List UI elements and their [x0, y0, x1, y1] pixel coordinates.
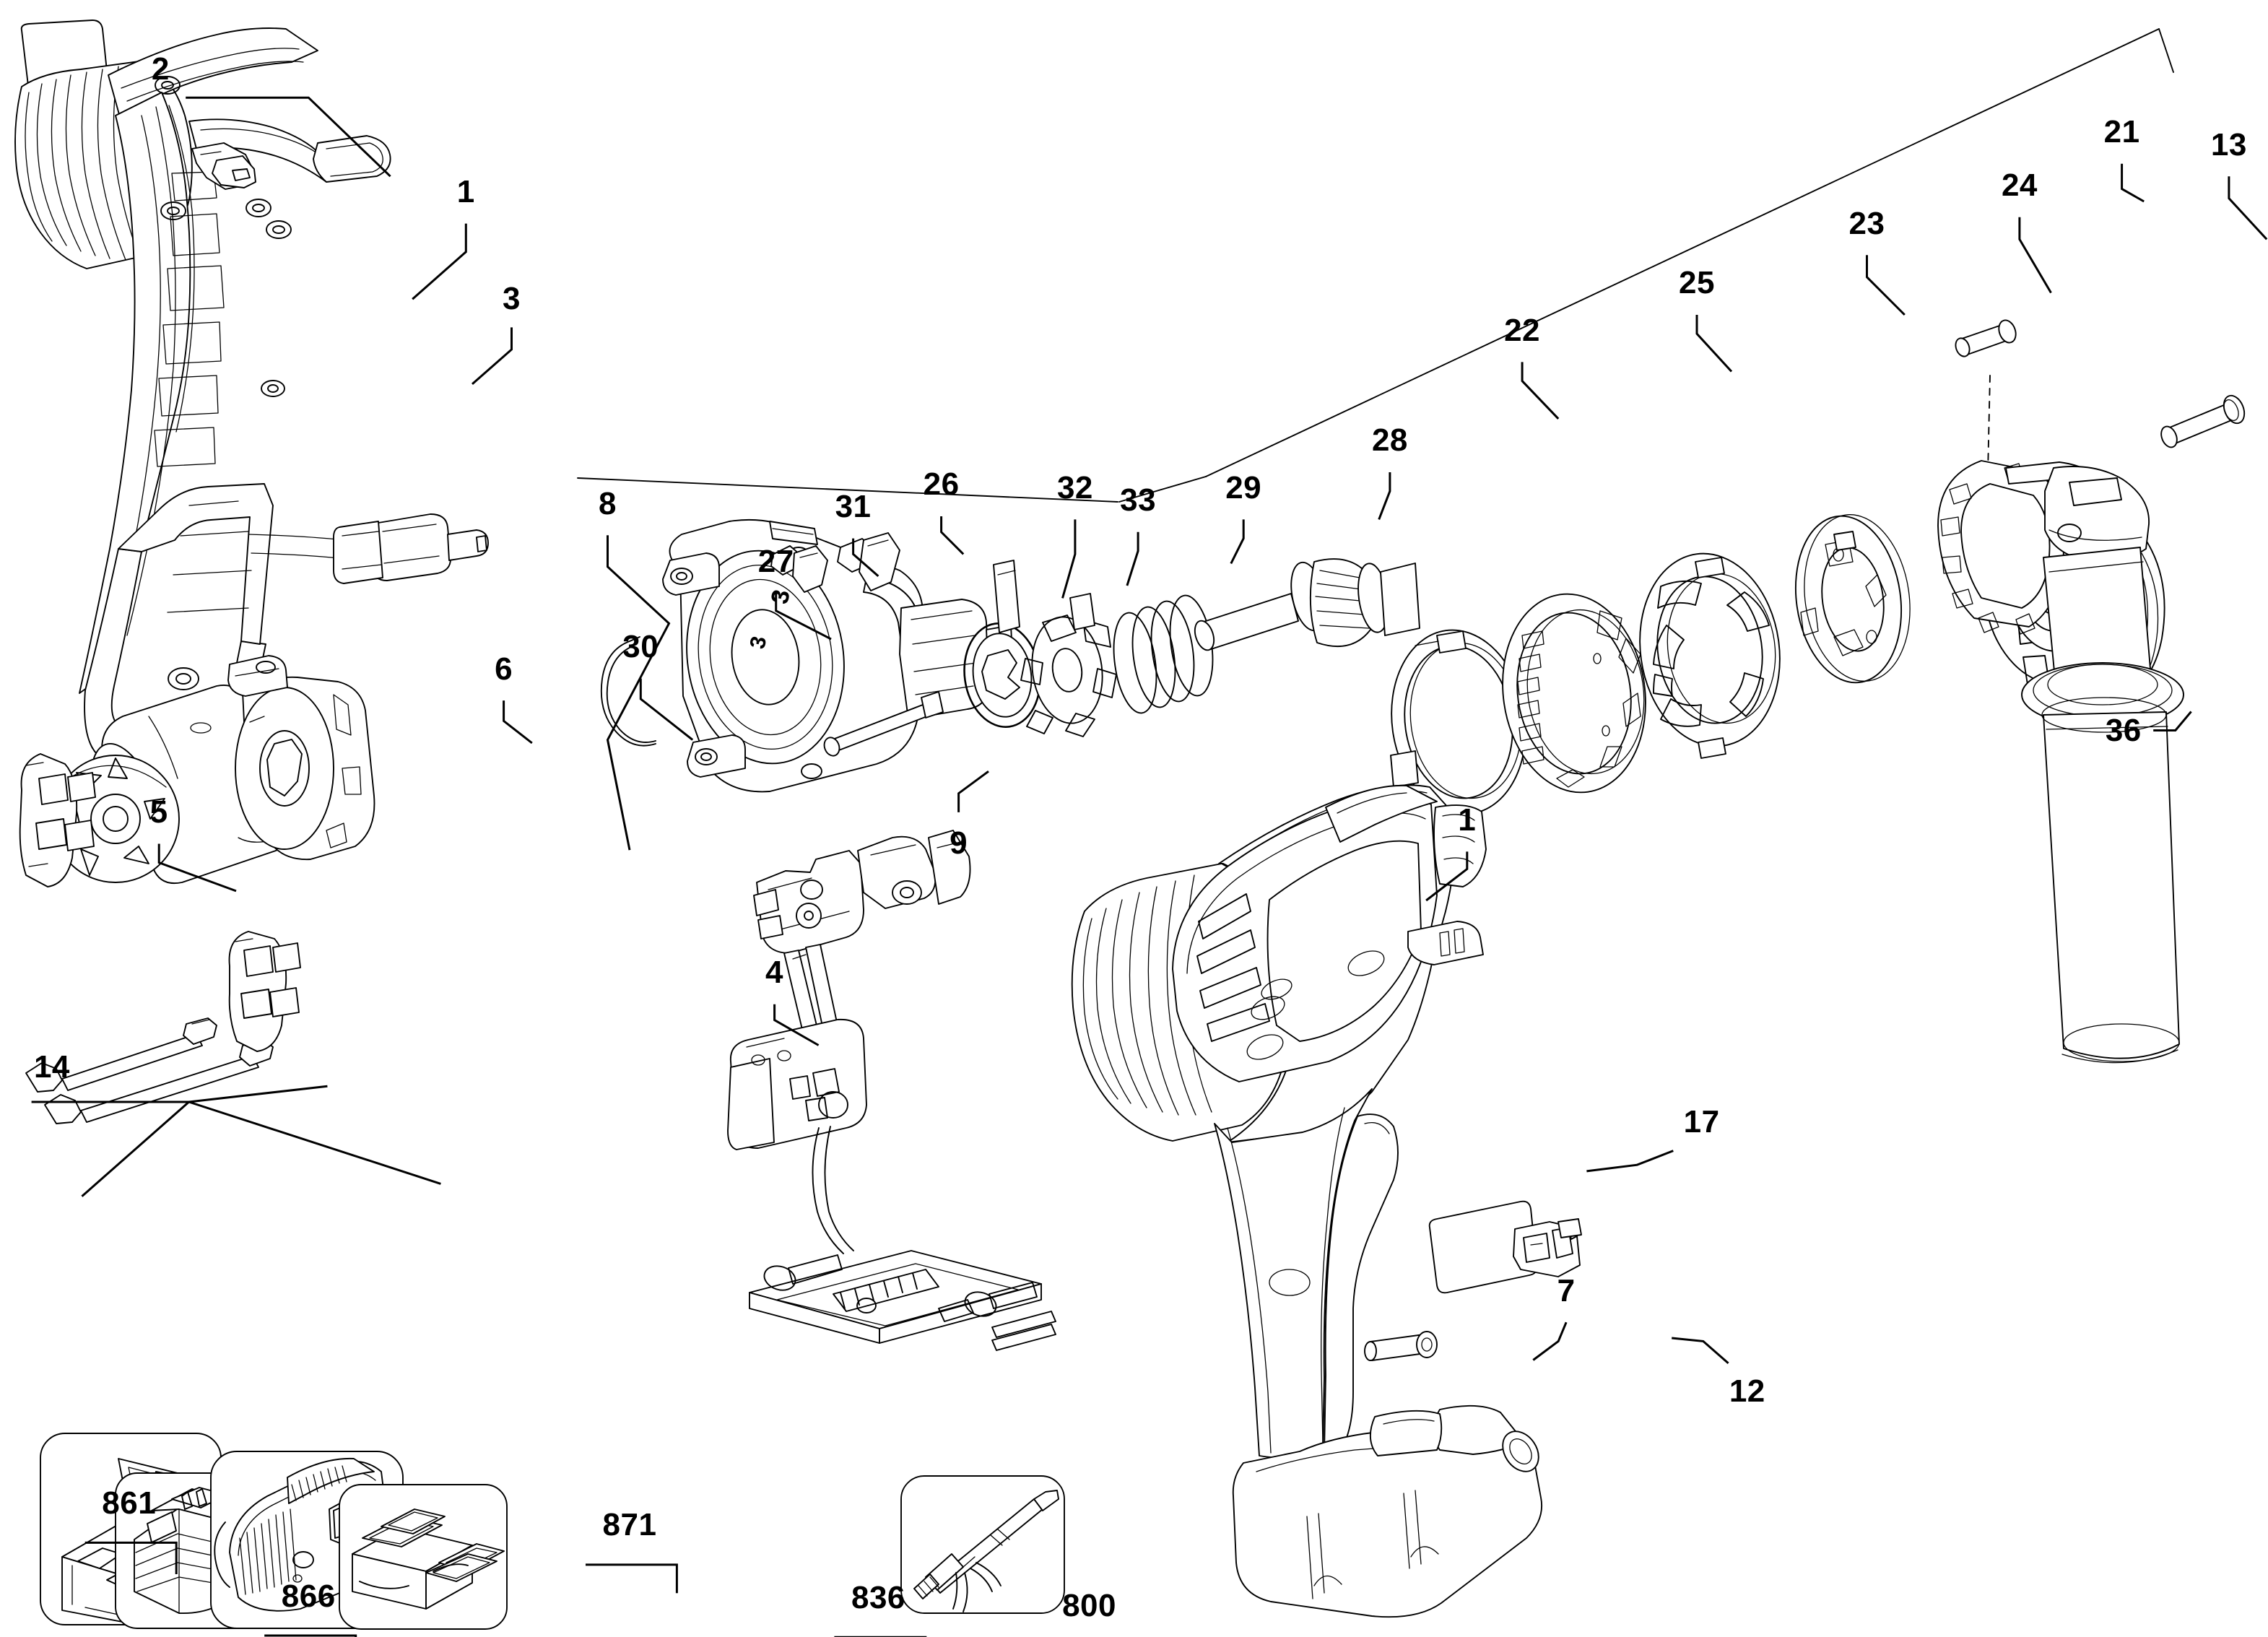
leader-line-5	[157, 843, 237, 893]
assembly-bracket-gearbox	[577, 477, 1118, 503]
brush-wire-set	[25, 931, 301, 1124]
leader-line-30	[639, 678, 694, 741]
callout-5: 5	[149, 794, 168, 830]
assembly-bracket-top	[1118, 28, 2174, 503]
callout-866: 866	[281, 1578, 336, 1614]
callout-23: 23	[1848, 205, 1885, 241]
leader-line-36	[2153, 711, 2192, 731]
callout-22: 22	[1504, 312, 1541, 348]
retaining-ring	[1390, 629, 1526, 815]
callout-27: 27	[757, 544, 794, 580]
shift-levers	[770, 532, 900, 593]
leader-line-9	[957, 770, 989, 812]
leader-line-12	[1672, 1337, 1729, 1365]
leader-line-17	[1586, 1150, 1674, 1173]
switch-assembly	[727, 830, 1056, 1351]
accessory-box-800	[900, 1475, 1065, 1614]
accessory-box-836	[339, 1484, 508, 1630]
side-handle	[1937, 460, 2184, 1064]
leader-line-6	[503, 700, 533, 744]
callout-14: 14	[33, 1049, 70, 1085]
leader-line-14	[31, 1085, 441, 1197]
callout-7: 7	[1557, 1272, 1576, 1308]
leader-line-21	[2121, 163, 2145, 203]
callout-1b: 1	[1458, 802, 1477, 838]
leader-line-32	[1061, 519, 1077, 599]
motor-assembly	[19, 655, 375, 887]
leader-line-1b	[1425, 851, 1469, 902]
callout-17: 17	[1683, 1104, 1720, 1140]
leader-line-13	[2228, 176, 2268, 240]
callout-24: 24	[2001, 168, 2038, 204]
callout-6: 6	[495, 651, 513, 687]
gearcase-screw	[823, 691, 944, 757]
callout-8: 8	[598, 485, 617, 521]
callout-29: 29	[1225, 469, 1262, 505]
leader-line-24	[2018, 217, 2052, 294]
motor-end-cap	[227, 655, 375, 861]
leader-line-23	[1866, 255, 1906, 316]
clutch-springs	[1113, 594, 1214, 714]
leader-line-26	[940, 516, 965, 555]
leader-line-28	[1378, 472, 1391, 520]
leader-line-33	[1126, 531, 1139, 586]
battery-latch	[1513, 1218, 1582, 1277]
callout-30: 30	[622, 628, 659, 664]
assembled-drill	[1071, 784, 1543, 1618]
callout-31: 31	[835, 488, 872, 524]
leader-line-866	[264, 1634, 357, 1637]
callout-26: 26	[923, 466, 960, 503]
callout-12: 12	[1729, 1373, 1765, 1410]
leader-line-27	[775, 593, 832, 641]
leader-line-861	[84, 1541, 178, 1574]
handle-screw	[1364, 1331, 1438, 1361]
callout-36: 36	[2105, 712, 2142, 748]
callout-4: 4	[765, 955, 784, 991]
callout-861: 861	[102, 1485, 157, 1521]
ring-gear	[1502, 593, 1646, 794]
leader-line-29	[1230, 519, 1245, 565]
clutch-washer	[963, 560, 1041, 728]
callout-2: 2	[151, 51, 170, 87]
chuck-screw	[2160, 394, 2246, 448]
callout-25: 25	[1679, 265, 1716, 301]
wave-washer	[600, 636, 656, 747]
leader-line-4	[773, 1004, 820, 1046]
callout-871: 871	[602, 1507, 657, 1543]
clutch-collar	[1639, 552, 1781, 759]
callout-28: 28	[1371, 422, 1408, 459]
clutch-plate	[1794, 514, 1911, 684]
callout-800: 800	[1062, 1587, 1117, 1623]
leader-line-2	[186, 96, 391, 178]
leader-line-22	[1521, 362, 1560, 420]
callout-33: 33	[1120, 482, 1157, 518]
callout-leader-lines	[31, 96, 2268, 1637]
callout-3: 3	[503, 281, 521, 317]
callout-1a: 1	[456, 173, 475, 209]
motor-fan	[51, 755, 180, 883]
brush-holder-ring	[19, 753, 96, 887]
callout-32: 32	[1056, 469, 1093, 505]
belt-hook-part	[191, 142, 256, 190]
leader-line-1a	[412, 223, 467, 300]
svg-text:3: 3	[746, 634, 772, 651]
callout-21: 21	[2103, 114, 2140, 150]
leader-line-31	[852, 538, 879, 578]
spindle-assembly	[1194, 558, 1420, 651]
leader-line-871	[586, 1563, 678, 1594]
callout-9: 9	[950, 825, 968, 861]
callout-13: 13	[2210, 126, 2247, 162]
leader-line-7	[1532, 1321, 1568, 1361]
leader-line-25	[1695, 315, 1733, 373]
leader-line-8	[606, 535, 671, 851]
leader-line-3	[472, 327, 513, 386]
clutch-carrier	[1020, 593, 1117, 737]
gearcase-assembly: 3 3	[662, 518, 1014, 793]
housing-clamshell-left	[14, 19, 489, 764]
callout-836: 836	[851, 1579, 905, 1615]
